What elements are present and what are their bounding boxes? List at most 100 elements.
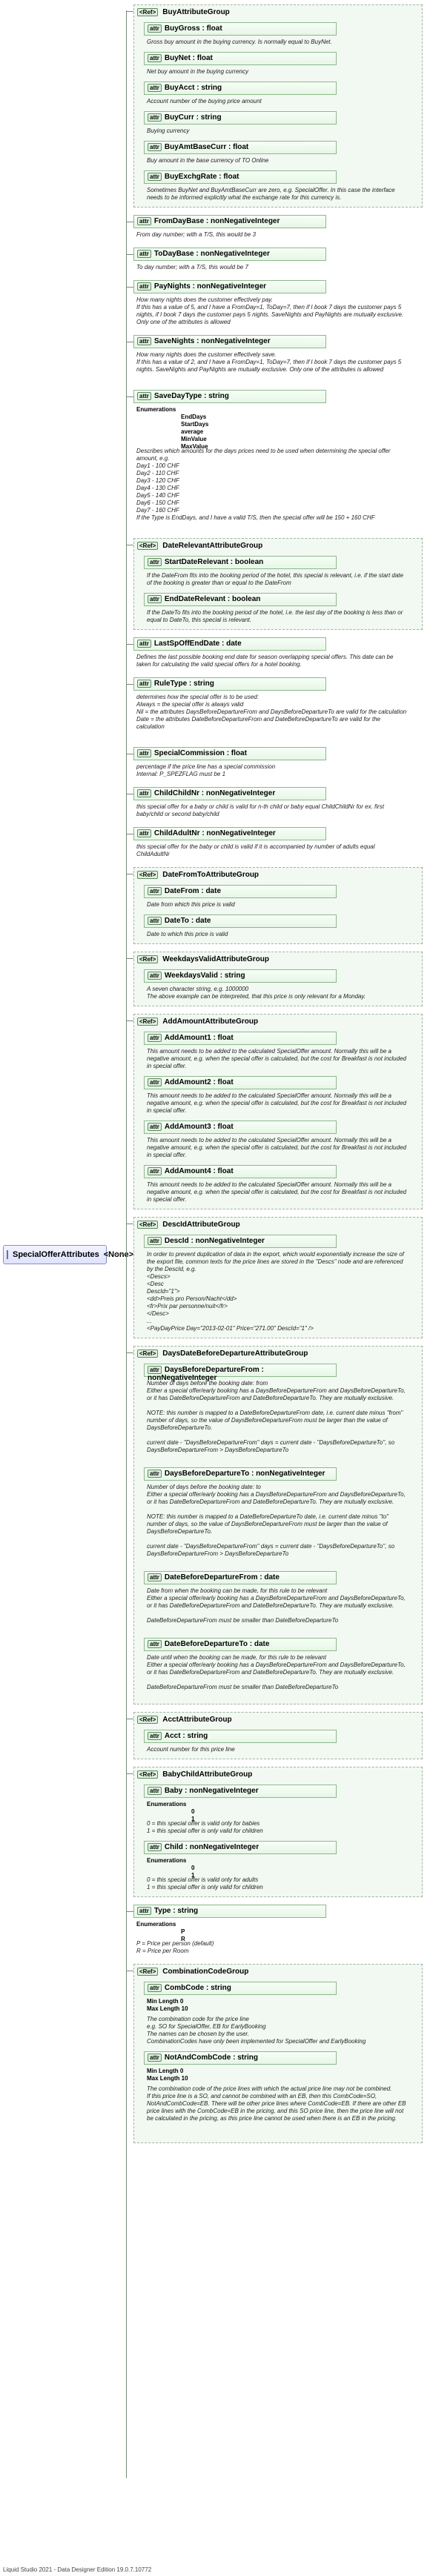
node-tag: attr: [148, 1366, 162, 1374]
documentation-text: percentage if the price line has a speci…: [136, 763, 276, 777]
group-name: AcctAttributeGroup: [162, 1715, 232, 1724]
node-tag: attr: [148, 1237, 162, 1245]
enumeration-label: Enumerations: [136, 406, 176, 413]
enumeration-value: 1: [191, 1872, 195, 1879]
documentation-text: Sometimes BuyNet and BuyAmtBaseCurr are …: [147, 187, 395, 201]
attribute-name: DateBeforeDepartureTo : date: [164, 1640, 270, 1648]
branch-connector: [126, 958, 133, 959]
documentation-text: This amount needs to be added to the cal…: [147, 1181, 406, 1203]
attribute-name: SaveDayType : string: [153, 392, 229, 400]
attribute-name: DaysBeforeDepartureFrom : nonNegativeInt…: [148, 1366, 264, 1382]
group-name: DaysDateBeforeDepartureAttributeGroup: [162, 1349, 308, 1358]
documentation-text: A seven character string, e.g. 1000000 T…: [147, 986, 366, 1000]
attribute-name: AddAmount2 : float: [164, 1078, 234, 1086]
documentation-text: Date from when the booking can be made, …: [147, 1587, 406, 1624]
attribute-name: DateBeforeDepartureFrom : date: [164, 1573, 280, 1581]
documentation-text: Describes which amounts for the days pri…: [136, 448, 391, 521]
documentation-text: Defines the last possible booking end da…: [136, 654, 394, 668]
documentation-text: The combination code for the price line …: [147, 2016, 366, 2045]
attribute-name: StartDateRelevant : boolean: [164, 558, 264, 566]
attribute-name: AddAmount4 : float: [164, 1167, 234, 1175]
facet-line: Min Length 0: [147, 1998, 184, 2005]
attribute-name: Baby : nonNegativeInteger: [164, 1787, 259, 1795]
enumeration-label: Enumerations: [147, 1801, 187, 1807]
node-tag: <Ref>: [137, 1770, 159, 1779]
documentation-text: this special offer for the baby or child…: [136, 843, 375, 857]
documentation-text: This amount needs to be added to the cal…: [147, 1048, 406, 1069]
branch-connector: [126, 396, 133, 397]
attribute-name: FromDayBase : nonNegativeInteger: [153, 217, 280, 225]
enumeration-value: average: [181, 428, 204, 435]
node-tag: attr: [137, 392, 151, 400]
documentation-text: How many nights does the customer effect…: [136, 296, 404, 325]
group-header: <Ref>DateRelevantAttributeGroup: [134, 539, 422, 552]
attribute-name: DateTo : date: [164, 917, 211, 925]
group-header: <Ref>WeekdaysValidAttributeGroup: [134, 952, 422, 966]
node-tag: attr: [148, 595, 162, 603]
attribute-group[interactable]: <Ref>DateRelevantAttributeGroup: [133, 538, 423, 630]
sequence-rail: [126, 10, 127, 2478]
attribute-name: CombCode : string: [164, 1984, 231, 1992]
root-element[interactable]: SpecialOfferAttributes <None>: [3, 1245, 133, 1264]
node-tag: <Ref>: [137, 1715, 159, 1724]
documentation-text: This amount needs to be added to the cal…: [147, 1137, 406, 1158]
documentation-text: determines how the special offer is to b…: [136, 694, 407, 730]
enumeration-value: 0: [191, 1808, 195, 1815]
node-tag: attr: [148, 1843, 162, 1851]
facet-line: Max Length 10: [147, 2075, 188, 2082]
enumeration-value: MinValue: [181, 436, 207, 442]
node-tag: attr: [148, 2054, 162, 2062]
enumeration-value: 0: [191, 1865, 195, 1871]
node-tag: attr: [148, 1034, 162, 1042]
attribute-name: BuyAmtBaseCurr : float: [164, 143, 249, 151]
node-tag: attr: [137, 829, 151, 837]
group-header: <Ref>DescIdAttributeGroup: [134, 1218, 422, 1231]
node-tag: attr: [148, 1470, 162, 1478]
enumeration-label: Enumerations: [147, 1857, 187, 1864]
node-tag: attr: [137, 640, 151, 648]
attribute-name: DateFrom : date: [164, 887, 222, 895]
node-tag: attr: [148, 143, 162, 151]
attribute-group[interactable]: <Ref>DateFromToAttributeGroup: [133, 867, 423, 944]
facet-line: Max Length 10: [147, 2005, 188, 2012]
node-tag: <Ref>: [137, 870, 159, 879]
attribute-name: WeekdaysValid : string: [164, 972, 245, 980]
node-tag: <Ref>: [137, 1349, 159, 1358]
